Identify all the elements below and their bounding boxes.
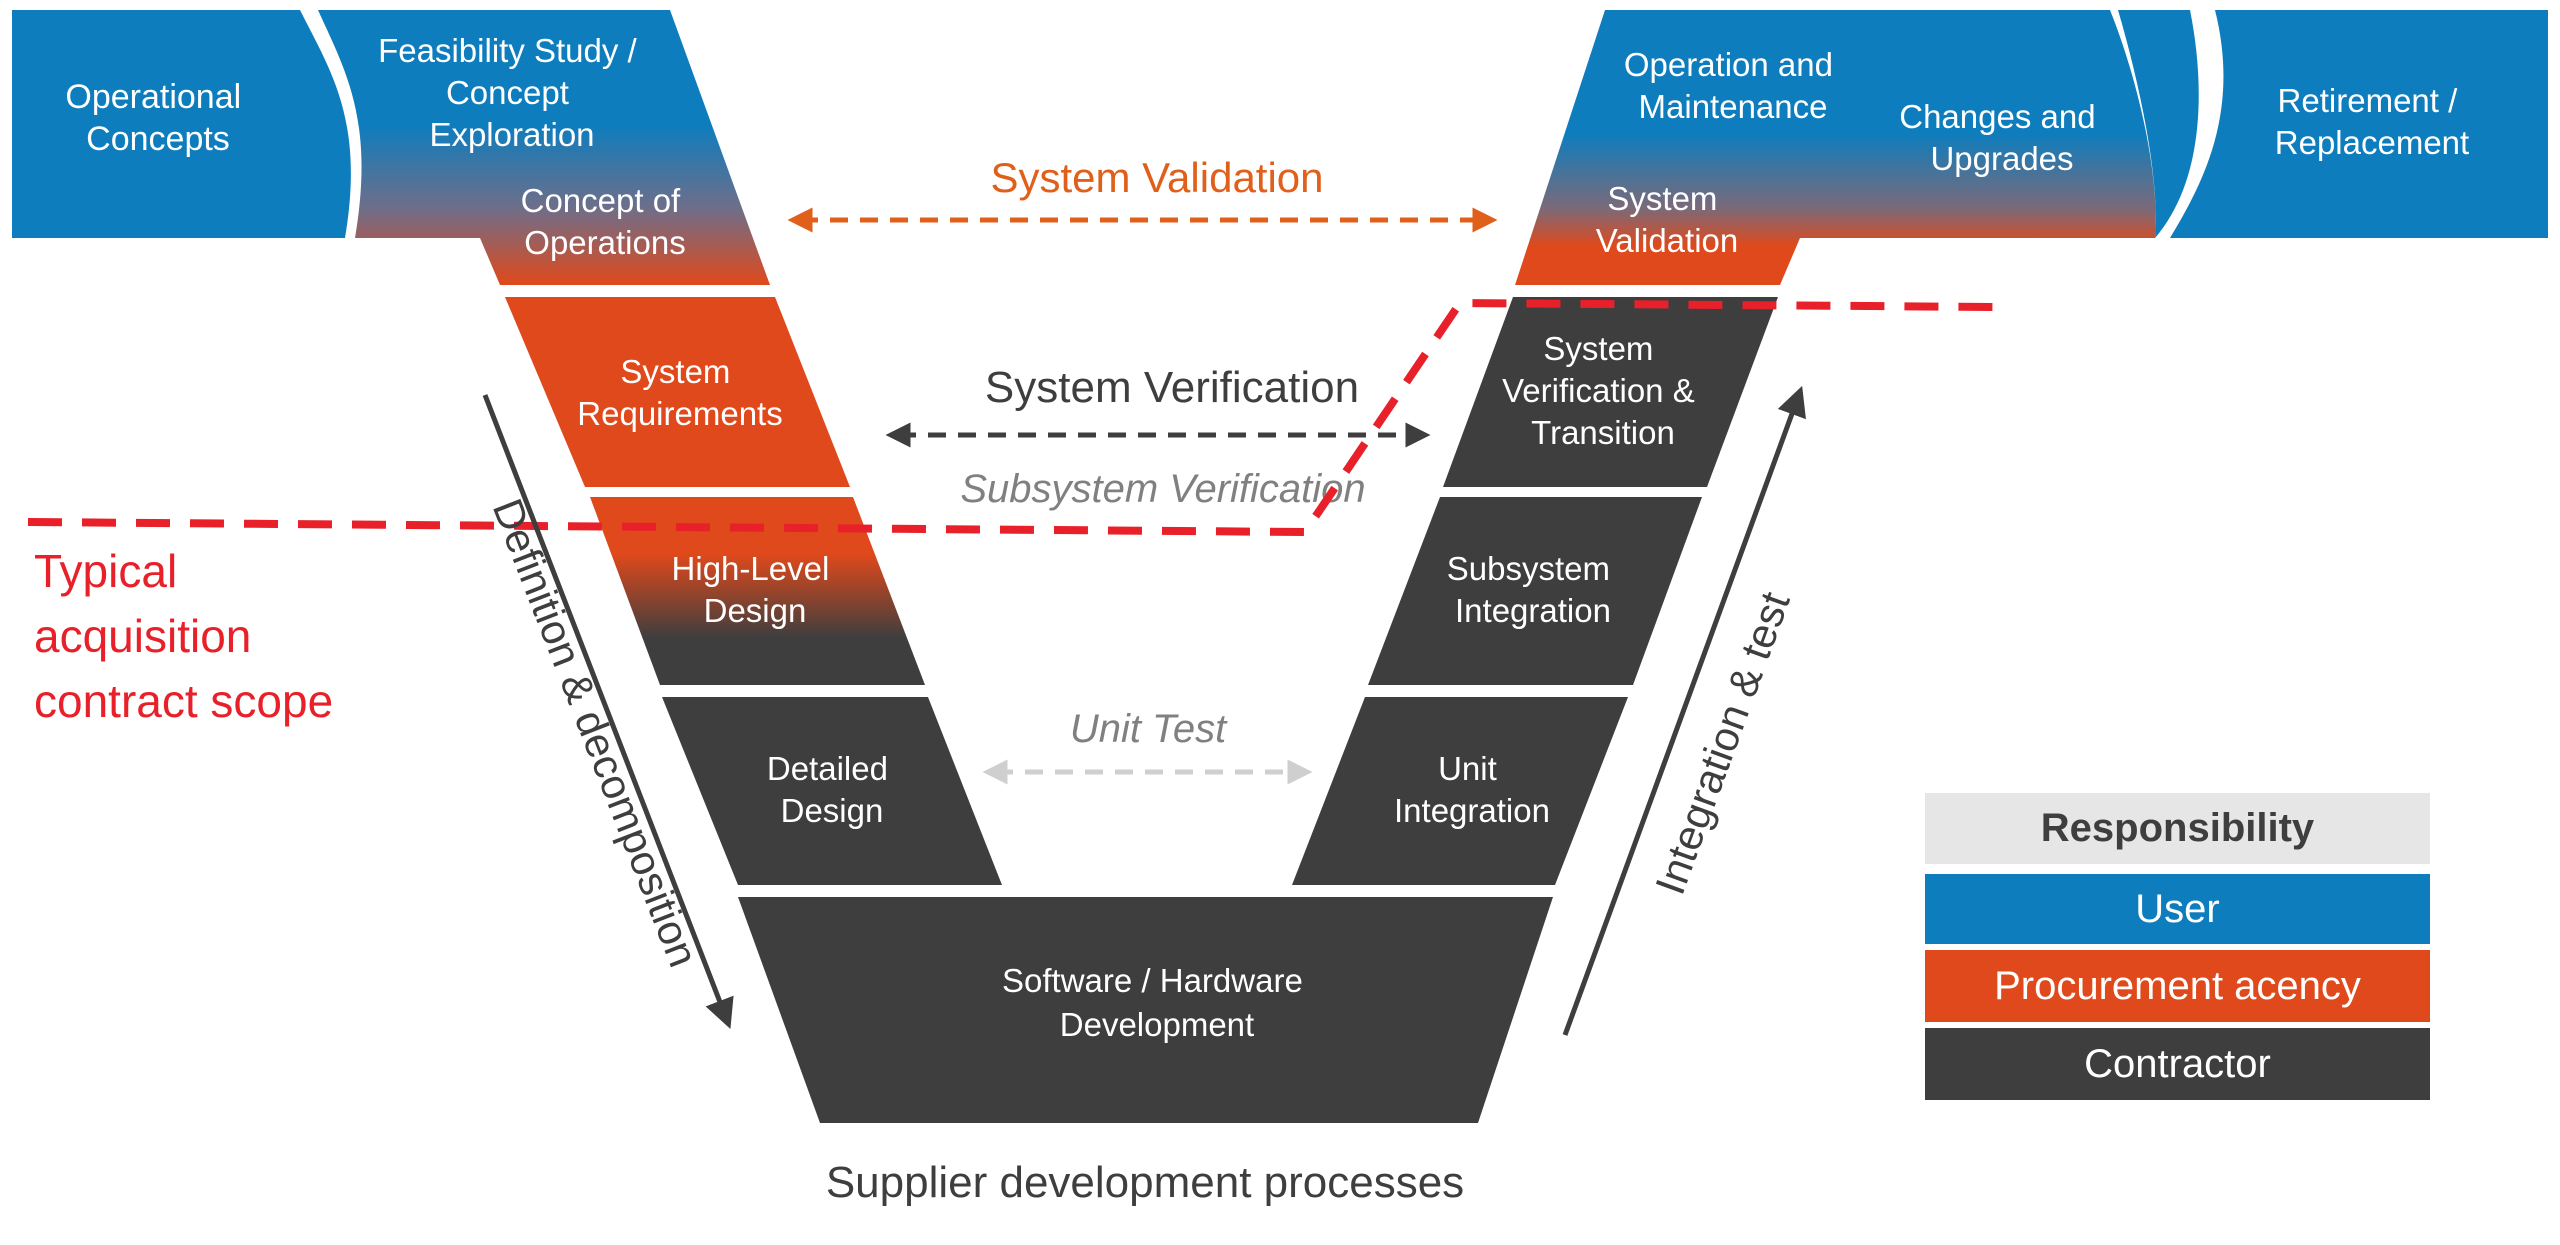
integration-test-label: Integration & test [1646,586,1799,901]
sw-hw-development-label: Software / Hardware Development [1002,962,1312,1043]
system-verification-link-label: System Verification [985,363,1359,412]
system-validation-link-label: System Validation [990,154,1323,201]
subsystem-integration-label: Subsystem Integration [1447,550,1619,629]
retirement-replacement-block [2170,10,2548,238]
high-level-design-label: High-Level Design [672,550,839,629]
contract-scope-label: Typical acquisition contract scope [34,545,333,727]
unit-test-link-label: Unit Test [1070,707,1228,751]
unit-integration-label: Unit Integration [1394,750,1550,829]
legend-item-procurement: Procurement acency [1925,950,2430,1022]
system-requirements-block [505,297,850,487]
operational-concepts-label: Operational Concepts [65,78,250,158]
contract-scope-boundary [27,298,1996,537]
system-requirements-label: System Requirements [577,353,782,432]
high-level-design-block [590,497,925,685]
subsystem-integration-block [1368,497,1702,685]
concept-of-operations-label: Concept of Operations [521,182,690,261]
changes-upgrades-block [2118,10,2199,238]
retirement-replacement-label: Retirement / Replacement [2275,82,2469,161]
detailed-design-label: Detailed Design [767,750,897,829]
operation-maintenance-label: Operation and Maintenance [1624,46,1842,125]
definition-decomposition-arrow [482,394,734,1029]
integration-test-arrow [1562,385,1806,1036]
operation-maintenance-validation-block [1515,10,2156,285]
system-verification-transition-block [1443,297,1778,487]
subsystem-verification-link-label: Subsystem Verification [960,467,1365,511]
legend-title: Responsibility [1925,793,2430,864]
system-verification-transition-label: System Verification & Transition [1502,330,1704,451]
detailed-design-block [662,697,1002,885]
system-validation-label: System Validation [1596,180,1739,259]
supplier-development-label: Supplier development processes [826,1158,1464,1207]
changes-upgrades-label: Changes and Upgrades [1899,98,2105,177]
legend-item-user: User [1925,874,2430,944]
legend-item-contractor: Contractor [1925,1028,2430,1100]
feasibility-concept-ops-block [318,10,770,285]
feasibility-label: Feasibility Study / Concept Exploration [378,32,646,153]
sw-hw-development-block [738,897,1553,1123]
operational-concepts-block [12,10,351,238]
unit-integration-block [1292,697,1628,885]
